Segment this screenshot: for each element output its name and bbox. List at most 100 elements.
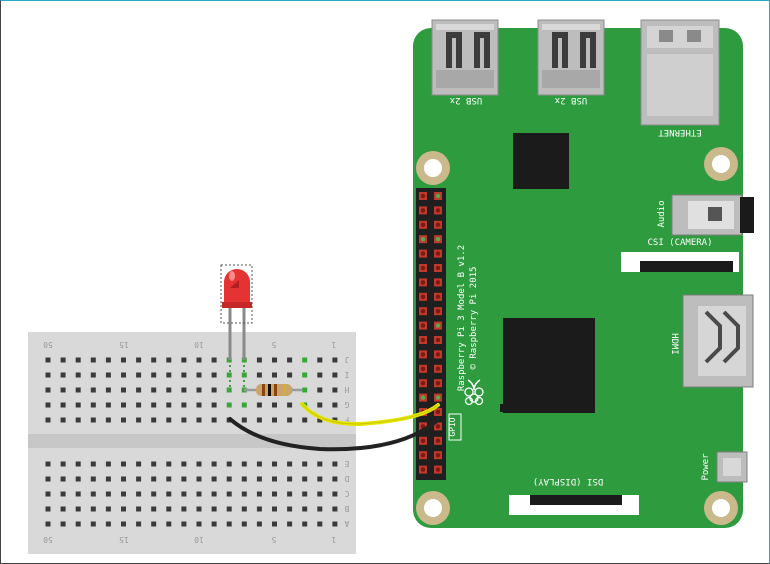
breadboard-hole xyxy=(45,417,51,423)
gpio-pin-hole xyxy=(435,381,441,386)
row-letter: B xyxy=(344,504,349,513)
gpio-pin-hole xyxy=(435,395,441,400)
breadboard-hole xyxy=(317,387,323,393)
breadboard-hole xyxy=(226,387,232,393)
gpio-pin-hole xyxy=(435,265,441,271)
breadboard-hole xyxy=(256,476,262,482)
breadboard-hole xyxy=(151,387,157,393)
breadboard-hole xyxy=(166,372,172,378)
breadboard-hole xyxy=(272,402,277,408)
breadboard-hole xyxy=(75,521,81,527)
breadboard-hole xyxy=(45,506,51,512)
gpio-pin-hole xyxy=(435,438,441,443)
column-number: 10 xyxy=(194,535,204,544)
gpio-pin-hole xyxy=(420,251,426,256)
breadboard-hole xyxy=(60,491,66,497)
row-letter: I xyxy=(344,370,349,379)
breadboard-hole xyxy=(256,521,262,527)
breadboard-hole xyxy=(287,491,293,497)
breadboard-hole xyxy=(75,387,81,393)
breadboard-hole xyxy=(196,491,202,497)
breadboard-hole xyxy=(105,506,111,512)
breadboard-hole xyxy=(105,387,111,393)
gpio-pin-hole xyxy=(435,294,441,299)
breadboard-hole xyxy=(287,402,293,408)
breadboard-hole xyxy=(121,417,126,423)
breadboard-hole xyxy=(196,372,202,378)
breadboard-hole xyxy=(317,521,323,527)
breadboard-hole xyxy=(151,506,157,512)
usb-label-2: USB 2x xyxy=(554,95,587,105)
breadboard-hole xyxy=(302,521,308,527)
breadboard-hole xyxy=(211,461,217,467)
row-letter: A xyxy=(344,519,349,528)
gpio-pin-hole xyxy=(420,438,426,443)
breadboard-hole xyxy=(105,491,111,497)
breadboard-hole xyxy=(211,521,217,527)
dsi-display-connector xyxy=(509,495,639,515)
breadboard-hole xyxy=(151,402,157,408)
usb-lan-chip xyxy=(513,133,569,189)
gpio-pin-hole xyxy=(435,366,441,371)
breadboard-hole xyxy=(136,521,142,527)
gpio-pin-hole xyxy=(420,280,426,285)
breadboard-hole xyxy=(45,491,51,497)
breadboard-hole xyxy=(256,372,262,378)
breadboard-hole xyxy=(75,461,81,467)
breadboard-hole xyxy=(136,476,142,482)
gpio-pin-hole xyxy=(435,237,441,242)
breadboard-hole xyxy=(166,357,172,363)
breadboard-hole xyxy=(302,387,308,393)
breadboard-hole xyxy=(317,461,323,467)
usb-label-1: USB 2x xyxy=(449,95,482,105)
breadboard-hole xyxy=(302,506,308,512)
breadboard-hole xyxy=(196,417,202,423)
breadboard-hole xyxy=(151,417,157,423)
gpio-pin-hole xyxy=(435,280,441,285)
csi-label: CSI (CAMERA) xyxy=(647,238,712,248)
breadboard-hole xyxy=(166,476,172,482)
dsi-label: DSI (DISPLAY) xyxy=(533,476,603,486)
gpio-pin-hole xyxy=(435,409,441,415)
breadboard-hole xyxy=(211,491,217,497)
row-letter: G xyxy=(344,400,349,409)
breadboard-hole xyxy=(287,521,293,527)
column-number: 5 xyxy=(271,535,276,544)
breadboard-hole xyxy=(317,402,323,408)
power-port xyxy=(716,451,748,483)
breadboard-hole xyxy=(45,357,51,363)
breadboard-hole xyxy=(166,402,172,408)
column-numbers-top: 50 15 10 5 1 xyxy=(43,340,336,349)
breadboard-hole xyxy=(317,476,323,482)
breadboard-hole xyxy=(256,402,262,408)
model-text: Raspberry Pi 3 Model B v1.2 xyxy=(457,245,467,391)
raspberry-logo xyxy=(464,379,484,406)
column-numbers-bottom: 50 15 10 5 1 xyxy=(43,535,336,544)
breadboard-hole xyxy=(166,417,172,423)
breadboard-hole xyxy=(90,461,96,467)
breadboard-hole xyxy=(75,402,81,408)
row-letters: J I H G F E D C B A xyxy=(344,355,349,528)
breadboard-hole xyxy=(181,372,187,378)
breadboard-hole xyxy=(272,357,277,363)
gpio-pin-hole xyxy=(420,453,426,458)
breadboard-hole xyxy=(151,521,157,527)
breadboard-hole xyxy=(241,521,247,527)
breadboard-hole xyxy=(317,357,323,363)
breadboard-hole xyxy=(256,461,262,467)
breadboard-hole xyxy=(136,417,142,423)
breadboard-hole xyxy=(151,461,157,467)
breadboard-hole xyxy=(256,357,262,363)
breadboard-hole xyxy=(241,491,247,497)
breadboard-hole xyxy=(90,506,96,512)
breadboard-hole xyxy=(181,506,187,512)
breadboard-hole xyxy=(226,521,232,527)
breadboard-hole xyxy=(121,506,126,512)
breadboard-hole xyxy=(332,357,338,363)
breadboard-hole xyxy=(105,461,111,467)
gpio-pin-hole xyxy=(435,193,441,199)
breadboard-hole xyxy=(151,476,157,482)
power-label: Power xyxy=(701,453,711,481)
breadboard-hole xyxy=(121,521,126,527)
row-letter: F xyxy=(344,415,349,424)
